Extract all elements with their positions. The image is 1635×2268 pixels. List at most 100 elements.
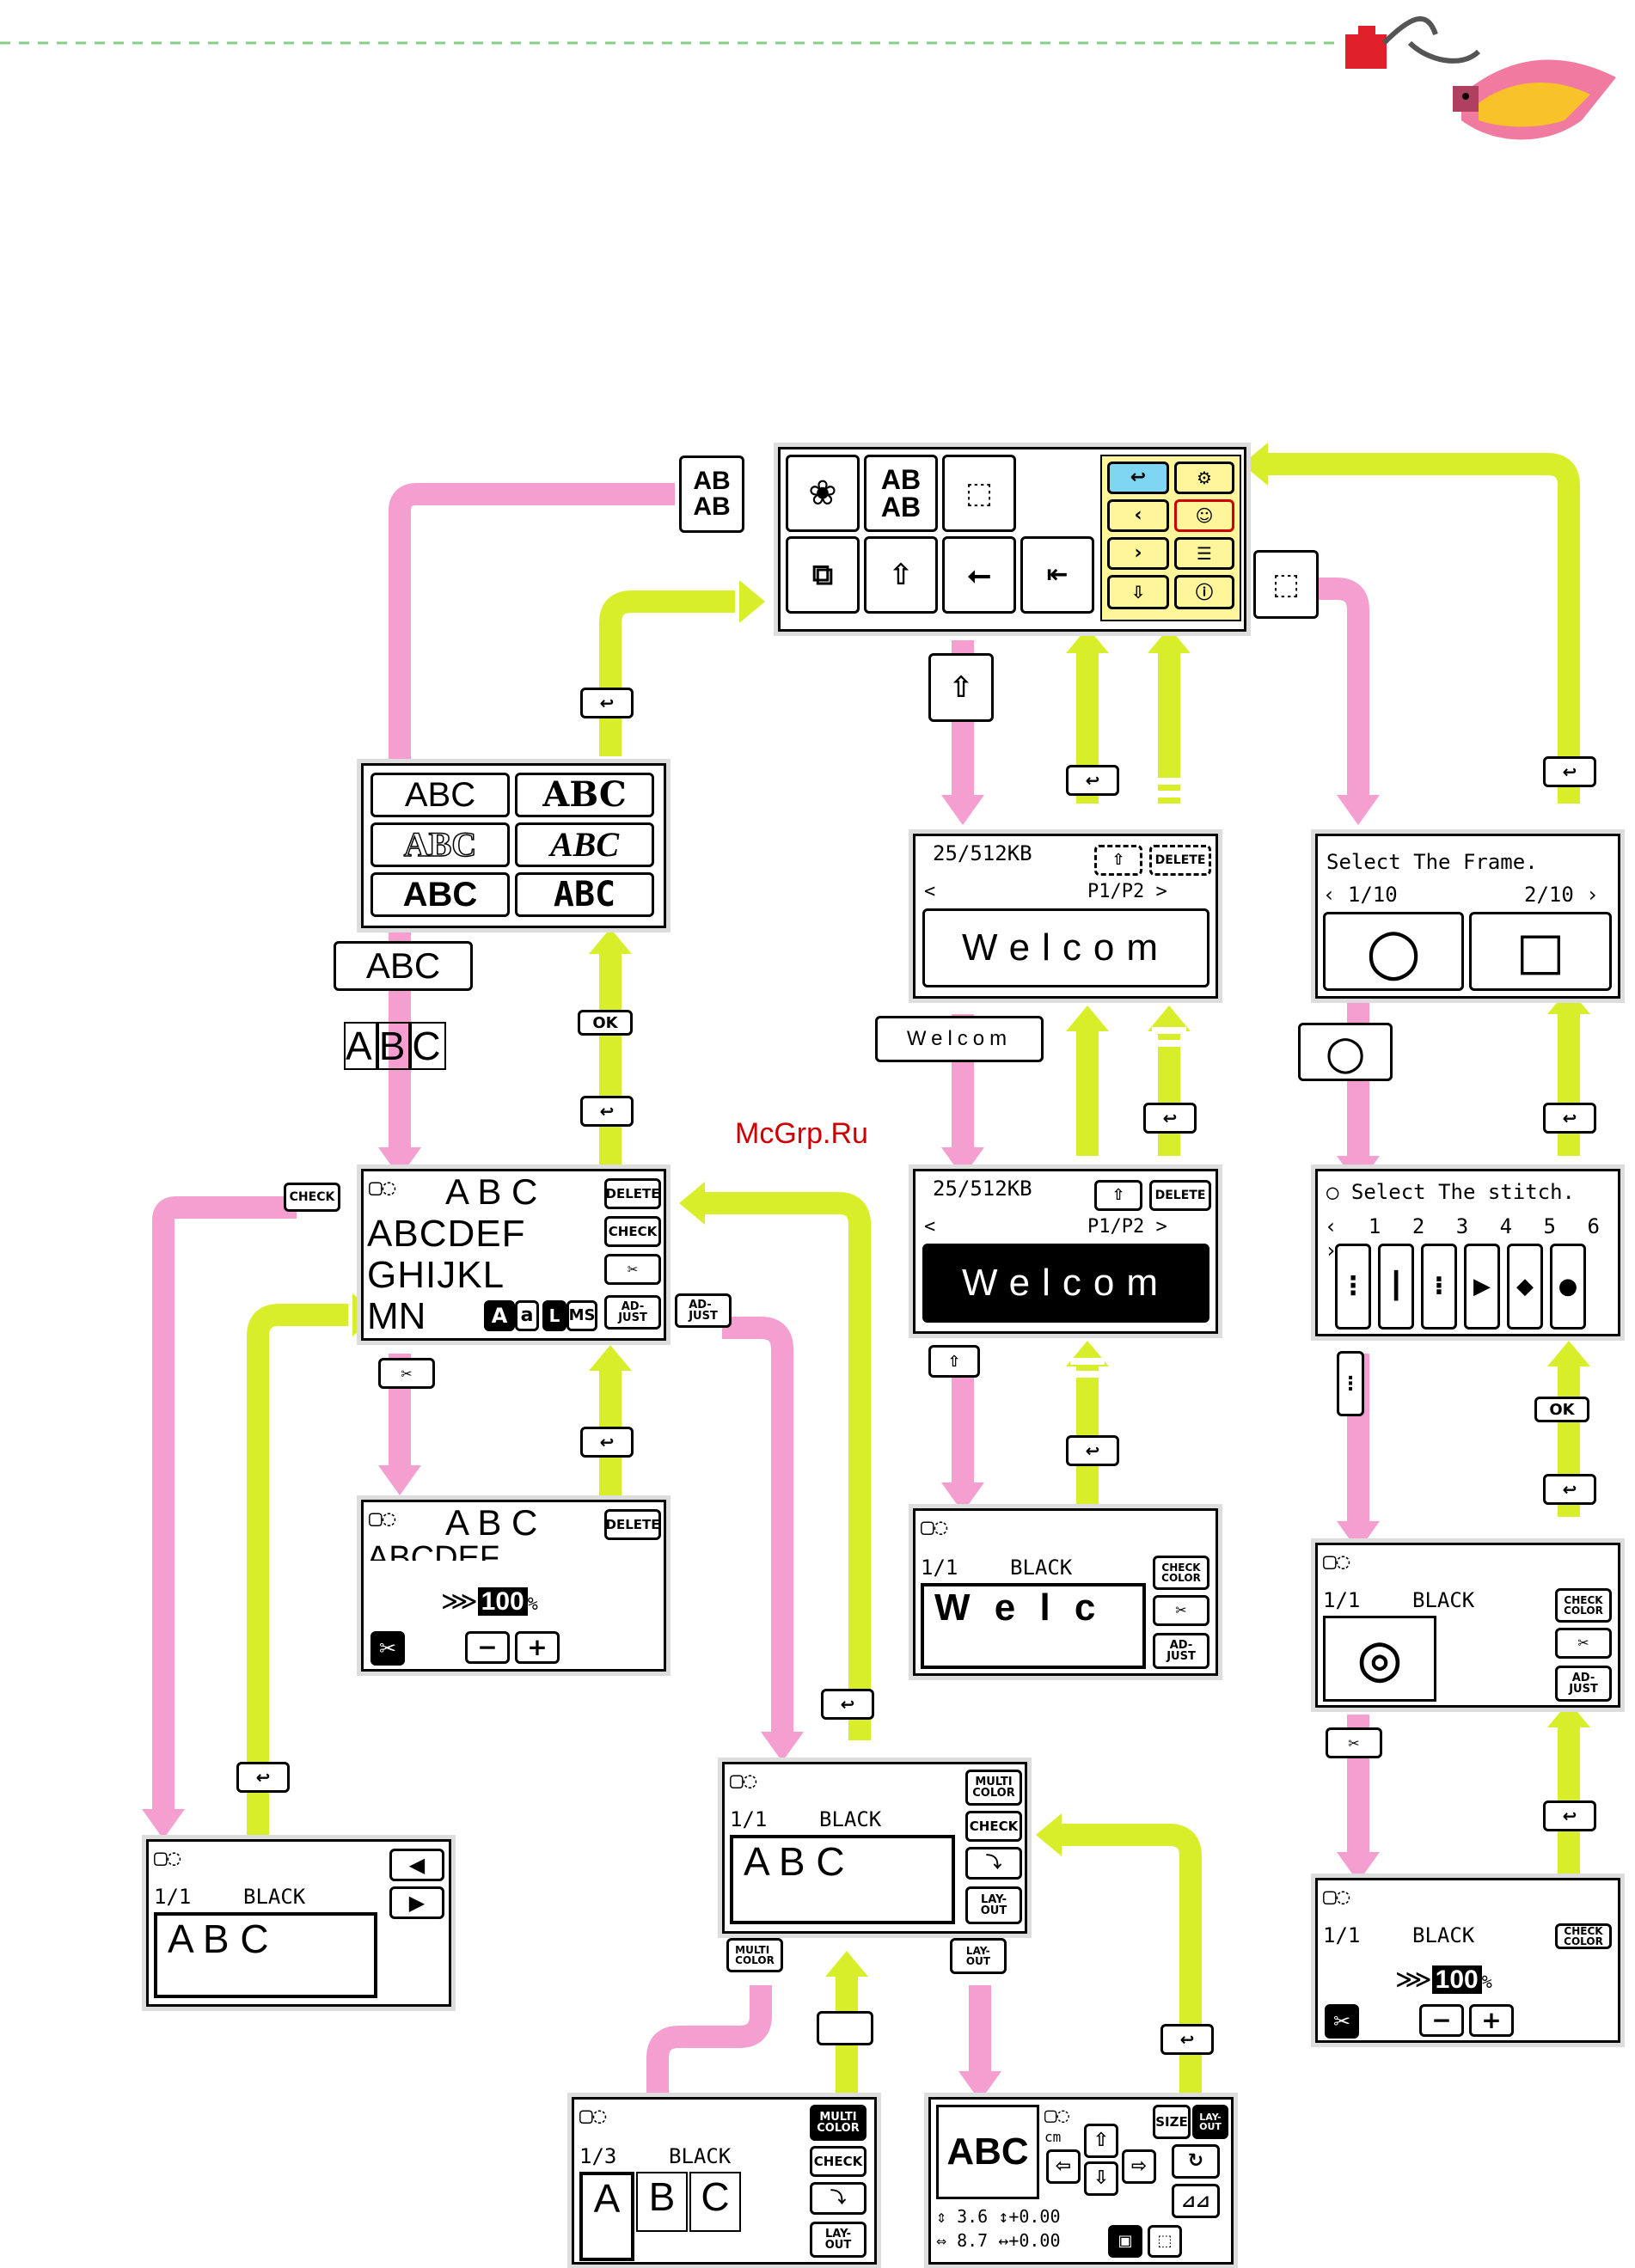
cut-touch-tag[interactable]: ✂ (378, 1358, 435, 1389)
back-touch-tag-7[interactable]: ↩ (821, 1689, 874, 1720)
welcom-touch-tag[interactable]: Welcom (875, 1016, 1044, 1062)
stitch-5[interactable]: ◆ (1507, 1244, 1543, 1330)
pocket-key-2[interactable]: ⇧ (1094, 845, 1142, 876)
next-key[interactable]: › (1107, 537, 1169, 570)
letter-b[interactable]: B (377, 1022, 411, 1070)
square-frame-key[interactable]: □ (1469, 912, 1612, 991)
thread-key-2[interactable]: ⤵ (810, 2182, 866, 2215)
cut-key[interactable]: ✂ (604, 1254, 661, 1285)
plus-key[interactable]: + (515, 1631, 560, 1664)
check-key-2[interactable]: CHECK (965, 1811, 1022, 1842)
font-2[interactable]: ABC (515, 773, 654, 817)
scissor-key-2[interactable]: ✂ (1325, 2004, 1359, 2039)
pocket-touch-tag[interactable]: ⇧ (928, 653, 994, 722)
back-touch-tag-5[interactable]: ↩ (580, 1427, 634, 1458)
pocket-touch-tag-2[interactable]: ⇧ (928, 1345, 980, 1378)
font-1[interactable]: ABC (370, 773, 510, 817)
multi-color-key[interactable]: MULTI COLOR (965, 1770, 1022, 1806)
memory-item-1[interactable]: Welcom (922, 908, 1209, 987)
back-touch-tag-11[interactable]: ↩ (1543, 1103, 1596, 1134)
trial-key[interactable]: ⬚ (1148, 2225, 1182, 2258)
back-touch-tag-1[interactable]: ↩ (580, 688, 634, 718)
rotate-key[interactable]: ↻ (1172, 2144, 1220, 2179)
back-touch-tag-10[interactable]: ↩ (1066, 1435, 1119, 1466)
back-touch-tag-13[interactable]: ↩ (1543, 1800, 1596, 1831)
thread-key[interactable]: ⤵ (965, 1847, 1022, 1880)
stitch-3[interactable]: ⁝ (1421, 1244, 1457, 1330)
font-5[interactable]: ABC (370, 872, 510, 917)
char-row-2[interactable]: GHIJKL (367, 1254, 505, 1296)
check-color-key[interactable]: CHECK COLOR (1153, 1556, 1209, 1590)
check-touch-tag[interactable]: CHECK (284, 1183, 340, 1212)
char-row-3[interactable]: MN (367, 1295, 426, 1337)
font-3[interactable]: ABC (370, 822, 510, 867)
minus-key-2[interactable]: − (1419, 2004, 1464, 2037)
frame-key[interactable]: ⬚ (942, 455, 1016, 532)
move-down-key[interactable]: ⇩ (1084, 2161, 1118, 2196)
layout-touch-tag[interactable]: LAY- OUT (950, 1938, 1007, 1974)
multi-color-touch-tag[interactable]: MULTI COLOR (726, 1938, 783, 1972)
usb-key[interactable]: ⭠ (942, 536, 1016, 614)
multi-color-dark-tag[interactable]: MULTI COLOR (817, 2011, 873, 2045)
circle-frame-key[interactable]: ○ (1323, 912, 1464, 991)
lower-key[interactable]: a (515, 1300, 539, 1331)
help-key[interactable]: ☺ (1174, 499, 1234, 532)
check-key[interactable]: CHECK (604, 1216, 661, 1247)
settings-key[interactable]: ⚙ (1174, 462, 1234, 494)
multi-color-key-2[interactable]: MULTI COLOR (810, 2105, 866, 2141)
delete-key-4[interactable]: DELETE (1149, 1180, 1211, 1211)
back-touch-tag-8[interactable]: ↩ (1160, 2024, 1214, 2055)
abc-touch-tag[interactable]: ABC (334, 941, 473, 991)
cut-touch-tag-2[interactable]: ✂ (1326, 1727, 1382, 1758)
layout-key-2[interactable]: LAY- OUT (810, 2222, 866, 2258)
back-touch-tag-6[interactable]: ↩ (236, 1762, 290, 1793)
font-4[interactable]: ABC (515, 822, 654, 867)
adjust-key[interactable]: AD- JUST (604, 1295, 661, 1330)
stitch-1[interactable]: ⋮ (1335, 1244, 1371, 1330)
check-key-3[interactable]: CHECK (810, 2146, 866, 2177)
stitch-touch-tag[interactable]: ⋮ (1337, 1351, 1364, 1416)
embroidery-key[interactable]: ❀ (786, 455, 860, 532)
exit-key[interactable]: ⇤ (1020, 536, 1094, 614)
delete-key-3[interactable]: DELETE (1149, 845, 1211, 876)
size-l-key[interactable]: L (542, 1300, 566, 1331)
plus-key-2[interactable]: + (1469, 2004, 1514, 2037)
info-key[interactable]: ⓘ (1174, 575, 1234, 609)
left-arrow-key[interactable]: ◀ (389, 1849, 444, 1881)
cut-key-3[interactable]: ✂ (1555, 1628, 1612, 1659)
mirror-key[interactable]: ⊿⊿ (1172, 2184, 1220, 2218)
adjust-key-3[interactable]: AD- JUST (1555, 1666, 1612, 1702)
cut-key-2[interactable]: ✂ (1153, 1595, 1209, 1626)
delete-key[interactable]: DELETE (604, 1178, 661, 1209)
pocket-key[interactable]: ⇧ (864, 536, 938, 614)
letter-a[interactable]: A (344, 1022, 377, 1070)
adjust-key-2[interactable]: AD- JUST (1153, 1633, 1209, 1669)
size-ms-key[interactable]: MS (566, 1300, 597, 1331)
move-left-key[interactable]: ⇦ (1046, 2149, 1081, 2184)
back-touch-tag-3[interactable]: ↩ (1543, 756, 1596, 787)
back-touch-tag-12[interactable]: ↩ (1543, 1474, 1596, 1505)
layout-key[interactable]: LAY- OUT (965, 1886, 1022, 1924)
back-touch-tag-2[interactable]: ↩ (1066, 765, 1119, 796)
delete-key-2[interactable]: DELETE (604, 1509, 661, 1540)
layout-key-3[interactable]: LAY- OUT (1192, 2105, 1228, 2139)
prev-key[interactable]: ‹ (1107, 499, 1169, 532)
ok-touch-tag[interactable]: OK (578, 1010, 633, 1036)
doc-key[interactable]: ☰ (1174, 537, 1234, 570)
stitch-4[interactable]: ▶ (1464, 1244, 1500, 1330)
scissor-key[interactable]: ✂ (370, 1631, 405, 1666)
circle-touch-tag[interactable]: ○ (1298, 1023, 1393, 1081)
check-color-key-3[interactable]: CHECK COLOR (1555, 1923, 1612, 1949)
save-key[interactable]: ⇩ (1107, 575, 1169, 609)
letters-touch-tag[interactable]: AB AB (679, 455, 744, 533)
center-key[interactable]: ▣ (1108, 2225, 1142, 2258)
adjust-touch-tag[interactable]: AD- JUST (675, 1293, 732, 1328)
abc-letters-touch[interactable]: ABC (344, 1022, 446, 1070)
frame-touch-tag[interactable]: ⬚ (1253, 550, 1319, 619)
move-up-key[interactable]: ⇧ (1084, 2124, 1118, 2158)
memory-key[interactable]: ⧉ (786, 536, 860, 614)
font-6[interactable]: ABC (515, 872, 654, 917)
letter-c[interactable]: C (410, 1022, 446, 1070)
case-key[interactable]: A (484, 1300, 515, 1331)
ok-touch-tag-2[interactable]: OK (1534, 1397, 1589, 1422)
